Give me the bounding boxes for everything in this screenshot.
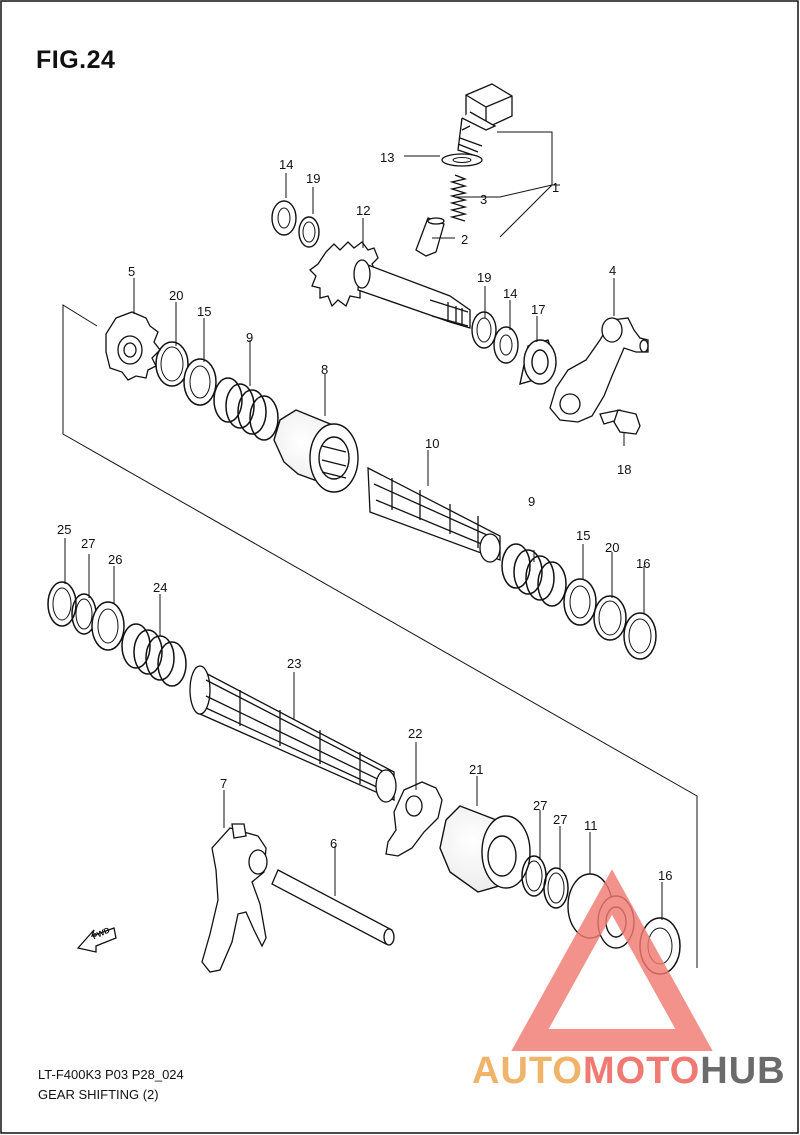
part-5-cam-gear [105,311,161,381]
part-9-spring-lower [501,543,567,607]
part-27-circlip-b [543,867,569,909]
fwd-arrow-icon [76,927,117,953]
part-20-circlip-lower [593,595,627,641]
part-26-washer [91,601,125,651]
part-6-shaft-rod [271,869,395,946]
part-19-circlip-right [471,311,497,349]
part-2-pin [415,217,445,257]
part-14-washer-right [493,326,519,364]
section-title: GEAR SHIFTING (2) [38,1087,159,1102]
watermark-auto: AUTO [472,1050,583,1092]
part-10-shaft [367,466,501,563]
part-22-stopper-plate [385,781,443,857]
part-18-bolt [599,409,641,435]
part-1-bolt [457,83,513,157]
model-code: LT-F400K3 P03 P28_024 [38,1067,184,1082]
part-19-circlip-upper [298,216,320,248]
watermark-moto: MOTO [582,1050,701,1092]
watermark-triangle-icon [511,869,713,1051]
part-16-washer-mid [623,612,657,660]
part-4-shift-arm [549,317,649,423]
part-27-circlip-a [521,855,547,897]
part-7-shift-fork [201,823,268,973]
part-20-circlip [155,341,189,387]
part-15-washer [183,358,217,406]
part-12-shift-shaft [309,241,471,329]
part-15-washer-lower [563,578,597,626]
part-9-spring-upper [213,377,279,441]
watermark-hub: HUB [700,1050,786,1092]
part-17-bearing [519,339,557,385]
leader-lines [64,131,663,920]
part-14-washer-upper [271,200,297,236]
watermark-logo: AUTOMOTOHUB [472,1050,786,1093]
part-23-shaft [189,665,397,803]
part-24-spring [121,623,187,687]
part-3-spring [449,174,468,222]
figure-title: FIG.24 [36,46,116,74]
assembly-boundary [62,304,698,968]
part-13-washer [441,153,483,167]
part-21-gear-drum [439,805,531,893]
part-8-bearing [273,409,359,493]
part-25-circlip [47,581,77,627]
